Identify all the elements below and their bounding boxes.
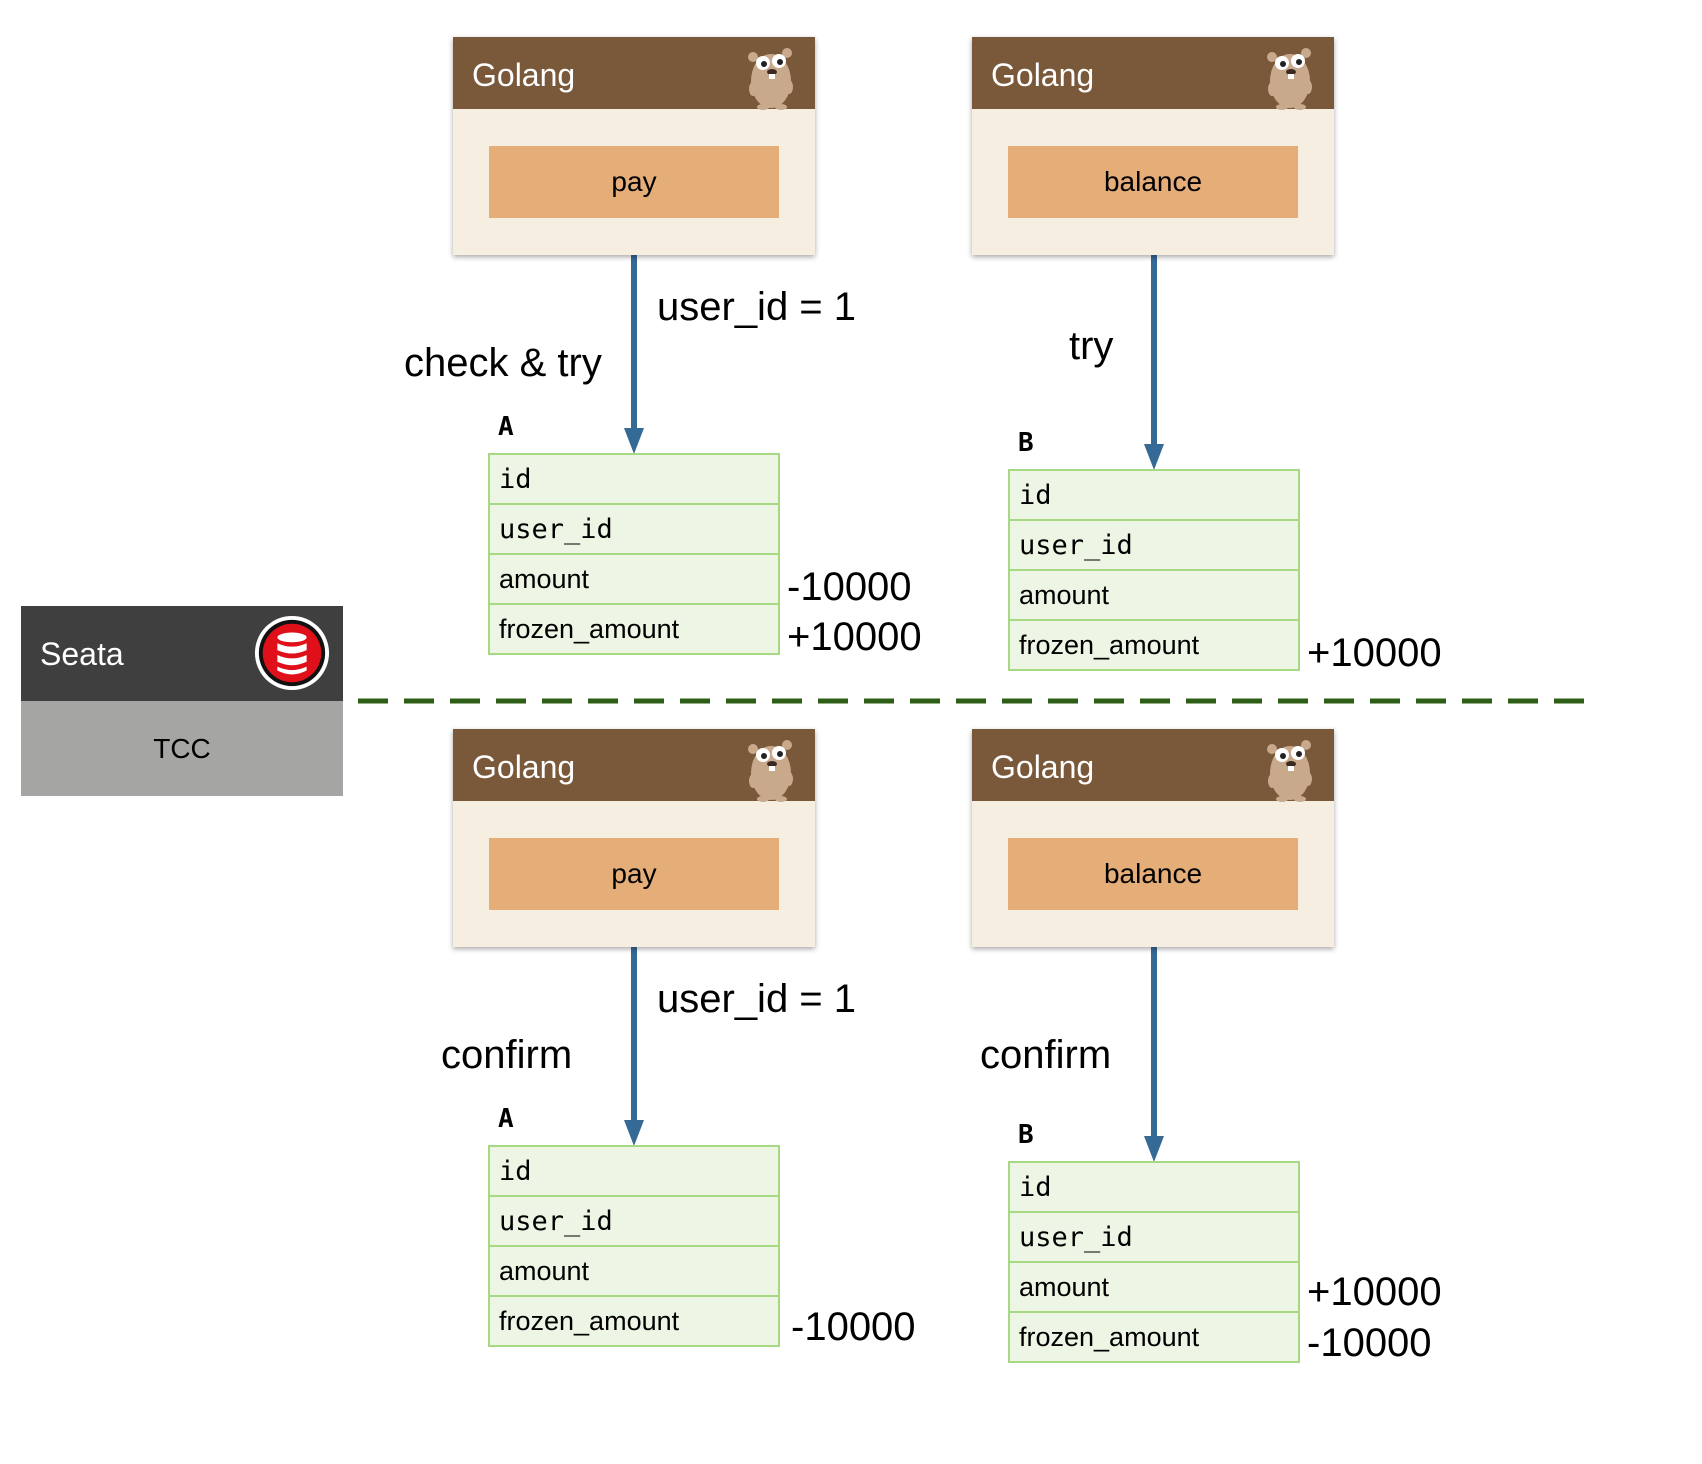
table-field-frozen-amount: frozen_amount: [488, 1295, 780, 1347]
gopher-icon: [748, 48, 793, 110]
table-field-id: id: [488, 1145, 780, 1197]
action-label: check & try: [404, 341, 602, 385]
action-label: confirm: [441, 1033, 573, 1077]
table-field-user-id: user_id: [488, 1195, 780, 1247]
function-pay: pay: [489, 146, 779, 218]
table-field-frozen-amount: frozen_amount: [488, 603, 780, 655]
gopher-icon: [1267, 48, 1312, 110]
function-pay: pay: [489, 838, 779, 910]
table-a: A id user_id amount frozen_amount: [488, 1104, 780, 1347]
seata-mode: TCC: [21, 701, 343, 796]
table-b: B id user_id amount frozen_amount: [1008, 428, 1300, 671]
delta-frozen-amount: +10000: [787, 615, 922, 659]
table-field-frozen-amount: frozen_amount: [1008, 619, 1300, 671]
table-field-amount: amount: [1008, 1261, 1300, 1313]
service-header: Golang: [972, 37, 1334, 110]
service-balance: Golang balance: [972, 729, 1334, 947]
database-icon: [254, 615, 330, 691]
service-balance: Golang balance: [972, 37, 1334, 255]
table-field-id: id: [488, 453, 780, 505]
arrowhead: [624, 428, 644, 454]
gopher-icon: [748, 740, 793, 802]
table-a: A id user_id amount frozen_amount: [488, 412, 780, 655]
delta-frozen-amount: +10000: [1307, 631, 1442, 675]
table-name: A: [498, 412, 514, 442]
service-pay: Golang pay: [453, 37, 815, 255]
delta-frozen-amount: -10000: [1307, 1321, 1432, 1365]
gopher-icon: [1267, 740, 1312, 802]
service-title: Golang: [991, 57, 1095, 93]
arrowhead: [624, 1120, 644, 1146]
table-field-user-id: user_id: [488, 503, 780, 555]
table-field-id: id: [1008, 469, 1300, 521]
arrowhead: [1144, 444, 1164, 470]
arrowhead: [1144, 1136, 1164, 1162]
function-balance: balance: [1008, 838, 1298, 910]
delta-amount: -10000: [787, 565, 912, 609]
service-title: Golang: [472, 57, 576, 93]
delta-amount: +10000: [1307, 1270, 1442, 1314]
table-field-id: id: [1008, 1161, 1300, 1213]
function-balance: balance: [1008, 146, 1298, 218]
seata-header: Seata: [21, 606, 343, 701]
param-label: user_id = 1: [657, 977, 857, 1021]
seata-title: Seata: [40, 636, 124, 672]
action-label: try: [1069, 324, 1114, 368]
delta-frozen-amount: -10000: [791, 1305, 916, 1349]
table-b: B id user_id amount frozen_amount: [1008, 1120, 1300, 1363]
table-name: B: [1018, 428, 1034, 458]
service-title: Golang: [472, 749, 576, 785]
table-field-amount: amount: [488, 1245, 780, 1297]
table-field-frozen-amount: frozen_amount: [1008, 1311, 1300, 1363]
table-name: A: [498, 1104, 514, 1134]
service-header: Golang: [972, 729, 1334, 802]
action-label: confirm: [980, 1033, 1112, 1077]
table-field-user-id: user_id: [1008, 519, 1300, 571]
table-field-user-id: user_id: [1008, 1211, 1300, 1263]
param-label: user_id = 1: [657, 285, 857, 329]
table-field-amount: amount: [488, 553, 780, 605]
service-pay: Golang pay: [453, 729, 815, 947]
table-name: B: [1018, 1120, 1034, 1150]
seata-coordinator: Seata TCC: [21, 606, 343, 796]
service-header: Golang: [453, 729, 815, 802]
service-header: Golang: [453, 37, 815, 110]
service-title: Golang: [991, 749, 1095, 785]
table-field-amount: amount: [1008, 569, 1300, 621]
